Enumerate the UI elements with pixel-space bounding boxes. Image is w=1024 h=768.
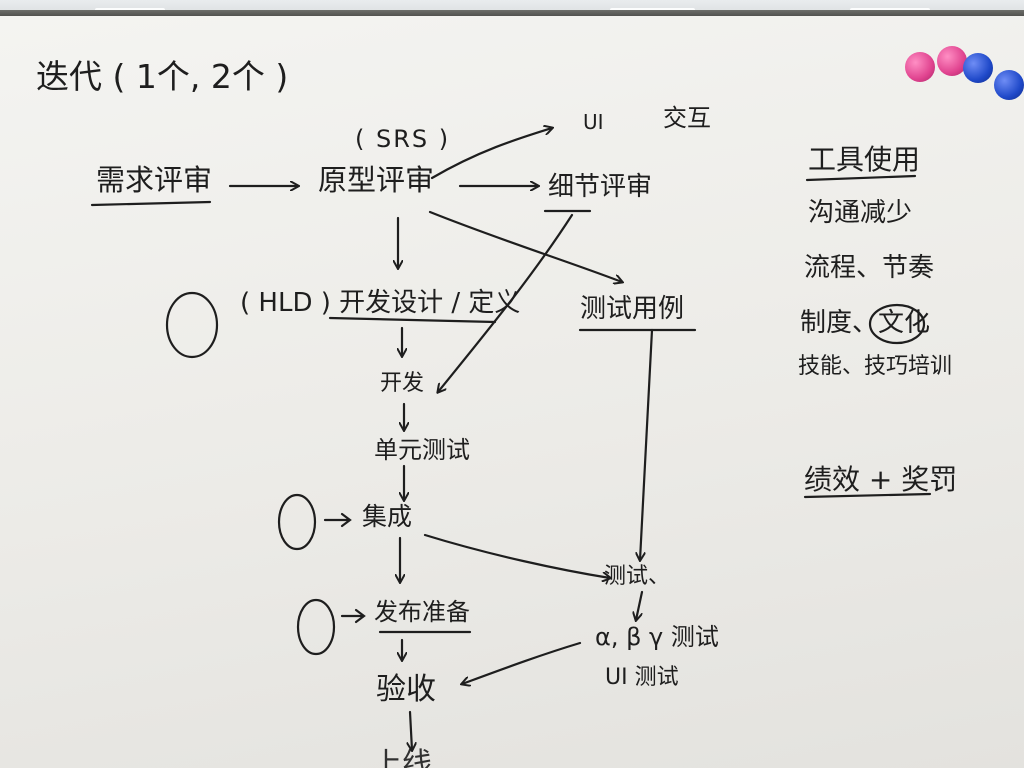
empty-circle xyxy=(296,598,336,656)
testing-node: 测试、 xyxy=(604,564,671,589)
arrow-detail-to-dev xyxy=(438,213,574,392)
side-note-item: 流程、节奏 xyxy=(804,253,935,283)
integration-node: 集成 xyxy=(362,502,413,531)
arrow-integration-to-testing xyxy=(423,533,610,578)
develop-node: 开发 xyxy=(380,371,425,396)
alpha-beta-node: α, β γ 测试 xyxy=(595,623,719,651)
proto-review-node: 原型评审 xyxy=(318,163,435,197)
req-review-node: 需求评审 xyxy=(96,163,213,197)
release-prep-node: 发布准备 xyxy=(374,598,470,626)
detail-review-node: 细节评审 xyxy=(548,172,653,202)
hld-node: ( HLD ) 开发设计 / 定义 xyxy=(240,288,521,318)
magnet-pink xyxy=(905,52,935,82)
arrow-mark-release xyxy=(340,608,366,624)
circle-culture xyxy=(868,303,926,345)
tools-heading: 工具使用 xyxy=(808,143,921,176)
side-note-item: 沟通减少 xyxy=(808,198,913,228)
bottom-cut-node: 上线 xyxy=(372,747,432,768)
underline-tools xyxy=(805,174,917,182)
empty-circle xyxy=(277,493,317,551)
iteration-title: 迭代 ( 1个, 2个 ) xyxy=(36,57,289,96)
test-cases-node: 测试用例 xyxy=(580,294,685,324)
arrow-mark-integration xyxy=(323,512,352,528)
arrow-testcases-to-testing xyxy=(640,328,654,560)
underline-req-review xyxy=(90,200,212,207)
unit-test-node: 单元测试 xyxy=(374,436,470,464)
arrow-proto-to-testcases xyxy=(428,210,622,282)
magnet-pink xyxy=(937,46,967,76)
board-frame xyxy=(0,10,1024,20)
exchange-note: 交互 xyxy=(663,104,711,132)
magnet-blue xyxy=(994,70,1024,100)
arrow-proto-to-ui xyxy=(430,128,552,180)
arrow-alpha-to-acceptance xyxy=(462,641,582,684)
side-note-item: 技能、技巧培训 xyxy=(798,354,953,379)
magnet-blue xyxy=(963,53,993,83)
ui-test-node: UI 测试 xyxy=(605,665,679,690)
srs-note: ( SRS ) xyxy=(355,125,451,153)
underline-kpi xyxy=(803,492,932,499)
acceptance-node: 验收 xyxy=(376,672,436,707)
kpi-note: 绩效 + 奖罚 xyxy=(804,463,958,496)
empty-circle xyxy=(165,291,219,359)
arrow-acceptance-down xyxy=(410,710,412,750)
arrow-testing-to-alpha xyxy=(636,590,644,620)
side-note-item: 制度、文化 xyxy=(800,308,931,338)
underline-hld xyxy=(328,316,497,324)
ui-note: UI xyxy=(583,110,604,134)
